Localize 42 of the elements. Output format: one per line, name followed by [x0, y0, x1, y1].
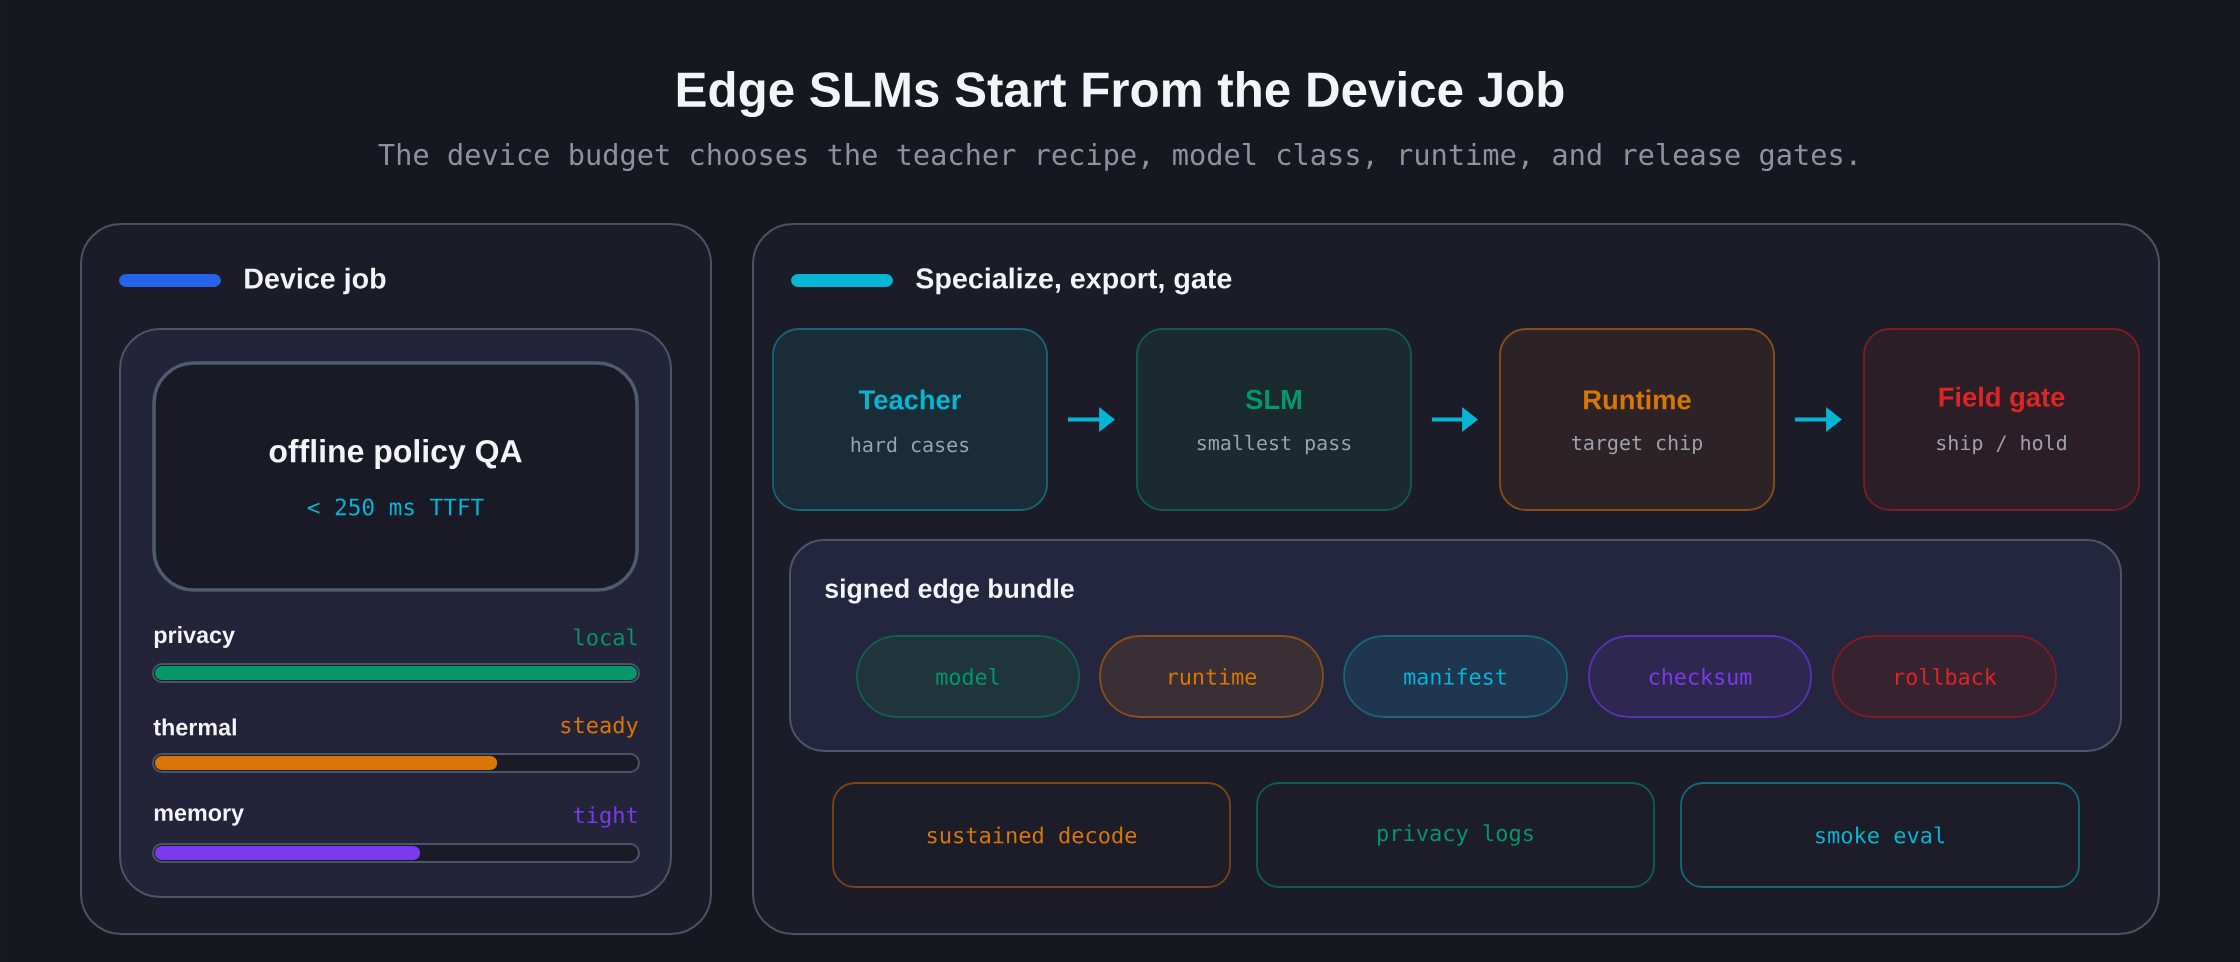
stage-caption: ship / hold — [1937, 434, 2066, 455]
artifact-pill — [856, 635, 1080, 718]
meter-value: steady — [561, 716, 638, 738]
task-box — [152, 361, 639, 592]
stage-title: SLM — [1245, 389, 1302, 410]
artifact-pill — [1588, 635, 1812, 718]
stage-caption: smallest pass — [1197, 434, 1351, 455]
bundle-title: signed edge bundle — [825, 578, 1074, 604]
stage-title: Runtime — [1584, 389, 1691, 410]
artifact-pill — [1099, 635, 1324, 718]
meter-value: local — [574, 628, 637, 646]
gate-label: sustained decode — [927, 826, 1137, 844]
artifact-label: runtime — [1169, 668, 1256, 685]
meter-label: privacy — [154, 626, 235, 648]
artifact-label: model — [936, 668, 999, 685]
gate-box — [832, 782, 1231, 888]
meter-value: tight — [573, 806, 637, 828]
title: Edge SLMs Start From the Device Job — [677, 70, 1564, 118]
latency-target: < 250 ms TTFT — [307, 498, 484, 516]
stage-box — [772, 328, 1048, 511]
gate-label: privacy logs — [1378, 824, 1533, 846]
meter-label: memory — [154, 808, 244, 826]
artifact-label: manifest — [1404, 668, 1506, 685]
stage-title: Teacher — [858, 389, 961, 410]
artifact-label: checksum — [1649, 668, 1752, 685]
artifact-pill — [1832, 635, 2057, 718]
gate-label: smoke eval — [1816, 826, 1945, 844]
stage-box — [1136, 328, 1412, 511]
stage-box — [1499, 328, 1775, 511]
stage-caption: hard cases — [851, 436, 969, 453]
artifact-pill — [1343, 635, 1568, 718]
panel-heading: Specialize, export, gate — [916, 267, 1232, 295]
stage-box — [1863, 328, 2140, 511]
meter-label: thermal — [153, 718, 236, 736]
gate-box — [1256, 782, 1655, 888]
stage-title: Field gate — [1939, 386, 2065, 413]
gate-box — [1680, 782, 2080, 888]
panel-heading: Device job — [245, 267, 386, 295]
stage-caption: target chip — [1572, 434, 1702, 455]
artifact-label: rollback — [1896, 668, 1997, 685]
subtitle: The device budget chooses the teacher recipe, model class, runtime, and release gates. — [378, 142, 1856, 172]
task-title: offline policy QA — [269, 439, 522, 469]
